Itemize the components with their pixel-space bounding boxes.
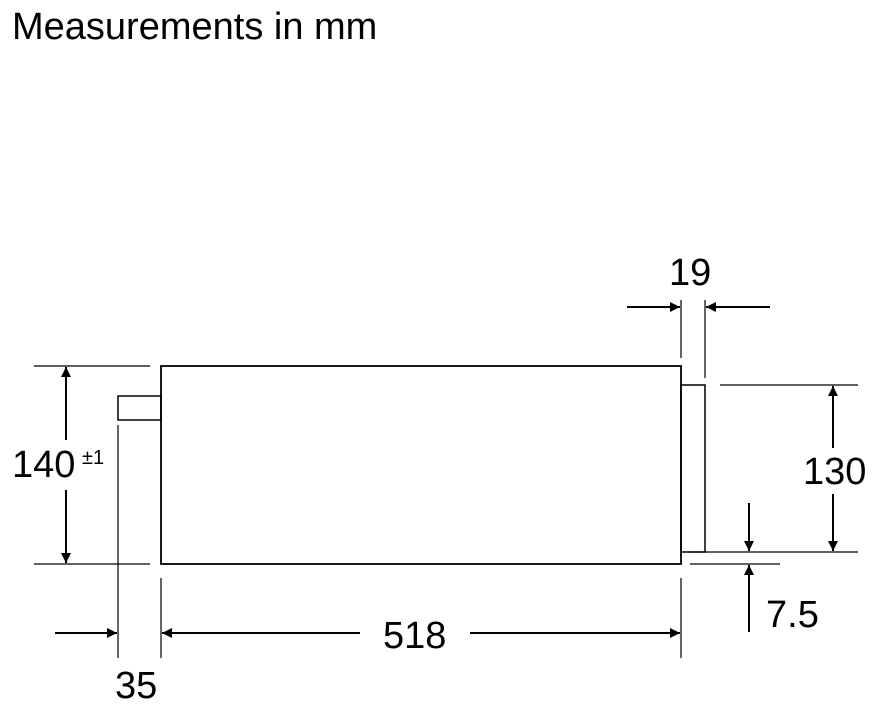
label-35: 35 [115, 665, 157, 707]
page-title: Measurements in mm [12, 6, 378, 48]
label-140: 140 [12, 444, 75, 486]
label-518: 518 [383, 615, 446, 657]
front-panel [680, 384, 706, 553]
label-140-tolerance: ±1 [82, 447, 104, 469]
label-130: 130 [803, 451, 866, 493]
rear-connector [117, 395, 162, 421]
label-19: 19 [669, 252, 711, 294]
label-7-5: 7.5 [766, 594, 819, 636]
drawer-body [160, 365, 682, 565]
